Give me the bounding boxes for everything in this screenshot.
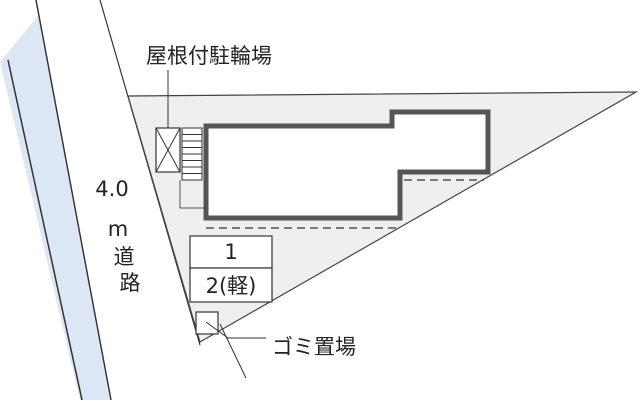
staircase <box>181 127 203 181</box>
garbage-leader-line <box>219 323 247 379</box>
road-word-1: 道 <box>113 245 135 269</box>
bicycle-shed-cross-b <box>155 127 181 173</box>
road-strip <box>0 16 110 400</box>
road-edge-left <box>7 59 83 400</box>
parking-slot-2-label: 2(軽) <box>205 274 257 298</box>
balcony-outline <box>179 180 204 209</box>
road-edge-right <box>35 0 112 400</box>
parking-slot-1-label: 1 <box>224 240 238 264</box>
road-word-2: 路 <box>119 271 141 295</box>
building <box>203 109 491 221</box>
parking-slot-1 <box>189 235 273 269</box>
garbage-label: ゴミ置場 <box>272 335 356 359</box>
road-unit-label: m <box>107 217 129 241</box>
parking-slot-2 <box>189 267 273 303</box>
bicycle-shed-label: 屋根付駐輪場 <box>146 44 272 68</box>
road-width-label: 4.0 <box>95 177 129 201</box>
garbage-callout <box>205 321 266 339</box>
